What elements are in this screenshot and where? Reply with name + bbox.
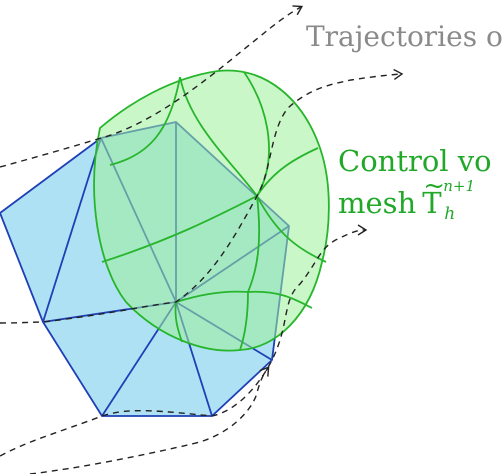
mesh-symbol: T~n+1 h [422, 171, 475, 224]
trajectory-line [29, 366, 270, 474]
control-volume-edge [247, 195, 261, 293]
control-volume-mesh [93, 69, 330, 352]
control-volume-edge [179, 76, 258, 197]
control-volume-edge [256, 147, 319, 197]
control-volume-edge [239, 291, 249, 351]
mesh-symbol-letter: T [422, 186, 442, 220]
control-volume-edge [247, 290, 313, 309]
trajectory-line [0, 224, 368, 457]
trajectory-line [0, 5, 304, 168]
control-volume-boundary [93, 69, 330, 352]
control-volume-edges [93, 69, 330, 352]
control-volume-text: Control vo [338, 144, 492, 178]
control-volume-edge [101, 195, 258, 263]
mesh-symbol-superscript: n+1 [443, 177, 476, 195]
mesh-word: mesh [338, 186, 417, 220]
trajectories-text: Trajectories o [306, 20, 503, 53]
control-volume-edge [243, 71, 270, 197]
control-volume-label-line1: Control vo [338, 144, 492, 178]
mesh-symbol-subscript: h [444, 204, 456, 224]
mesh-edge [42, 137, 102, 323]
control-volume-edge [109, 76, 181, 166]
control-volume-edge [174, 301, 183, 343]
diagram-canvas [0, 5, 404, 474]
trajectories [0, 5, 404, 474]
mesh-symbol-tilde: ~ [423, 171, 446, 201]
trajectory-line [0, 68, 404, 324]
trajectories-label: Trajectories o [306, 20, 503, 53]
control-volume-edge [175, 290, 249, 303]
